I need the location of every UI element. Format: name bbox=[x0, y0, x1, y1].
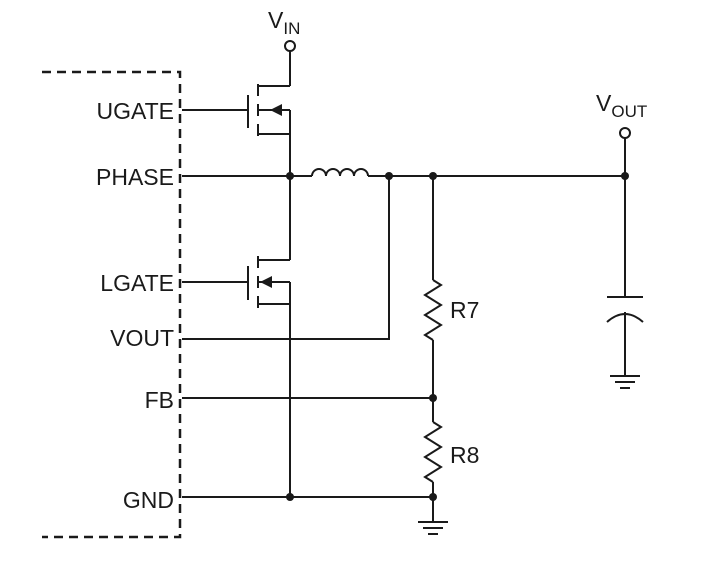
vin-label-sub: IN bbox=[283, 19, 300, 38]
vout-node-label: VOUT bbox=[596, 90, 647, 121]
pin-label-fb: FB bbox=[145, 387, 174, 413]
junction-gnd-mosfet bbox=[286, 493, 294, 501]
high-side-mosfet bbox=[182, 84, 291, 176]
vin-label: VIN bbox=[268, 7, 300, 38]
pin-label-lgate: LGATE bbox=[100, 270, 174, 296]
junction-gnd-divider bbox=[429, 493, 437, 501]
ground-symbol-capacitor bbox=[610, 375, 640, 389]
pin-label-vout: VOUT bbox=[110, 325, 174, 351]
resistor-r7 bbox=[423, 176, 443, 398]
pin-label-phase: PHASE bbox=[96, 164, 174, 190]
vout-node-label-main: V bbox=[596, 90, 612, 116]
vout-terminal bbox=[619, 127, 631, 139]
ground-symbol-divider bbox=[418, 521, 448, 535]
ic-outline bbox=[42, 70, 182, 539]
r7-label: R7 bbox=[450, 297, 479, 323]
r8-label: R8 bbox=[450, 442, 479, 468]
vin-label-main: V bbox=[268, 7, 284, 33]
output-capacitor bbox=[606, 176, 644, 376]
vout-sense-wire bbox=[182, 176, 390, 340]
low-side-mosfet bbox=[182, 256, 291, 497]
resistor-r8 bbox=[423, 398, 443, 522]
vin-terminal bbox=[284, 40, 296, 52]
pin-label-gnd: GND bbox=[123, 487, 174, 513]
inductor bbox=[311, 168, 369, 177]
pin-label-ugate: UGATE bbox=[96, 98, 174, 124]
vout-node-label-sub: OUT bbox=[611, 102, 647, 121]
